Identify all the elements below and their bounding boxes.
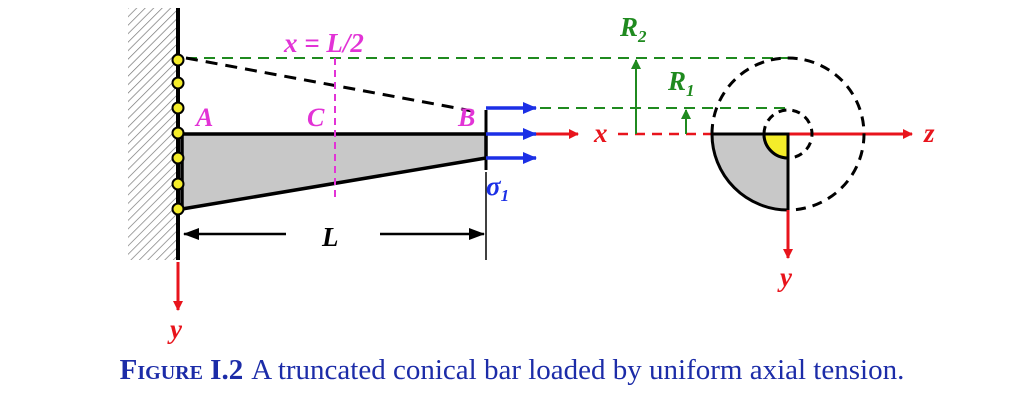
label-point-b: B bbox=[457, 103, 475, 132]
label-x-mid: x = L/2 bbox=[283, 28, 364, 58]
roller-supports bbox=[171, 53, 185, 216]
label-point-a: A bbox=[194, 103, 213, 132]
taper-line bbox=[185, 56, 479, 114]
label-length: L bbox=[321, 222, 339, 252]
inner-circle-dashed bbox=[762, 108, 814, 160]
label-r2: R2 bbox=[619, 12, 647, 46]
label-point-c: C bbox=[307, 103, 325, 132]
label-r1: R1 bbox=[667, 66, 695, 100]
wall-hatching bbox=[128, 8, 178, 260]
label-axis-x: x bbox=[593, 118, 608, 148]
caption-text: A truncated conical bar loaded by unifor… bbox=[251, 354, 905, 386]
traction-arrows bbox=[486, 102, 537, 164]
label-axis-y-left: y bbox=[167, 314, 183, 344]
outer-circle-dashed bbox=[710, 56, 866, 212]
label-sigma: σ1 bbox=[486, 171, 509, 205]
caption-figure-label: Figure I.2 bbox=[119, 354, 244, 386]
label-axis-y-right: y bbox=[777, 262, 793, 292]
label-axis-z: z bbox=[923, 118, 935, 148]
inner-quarter bbox=[762, 132, 790, 160]
